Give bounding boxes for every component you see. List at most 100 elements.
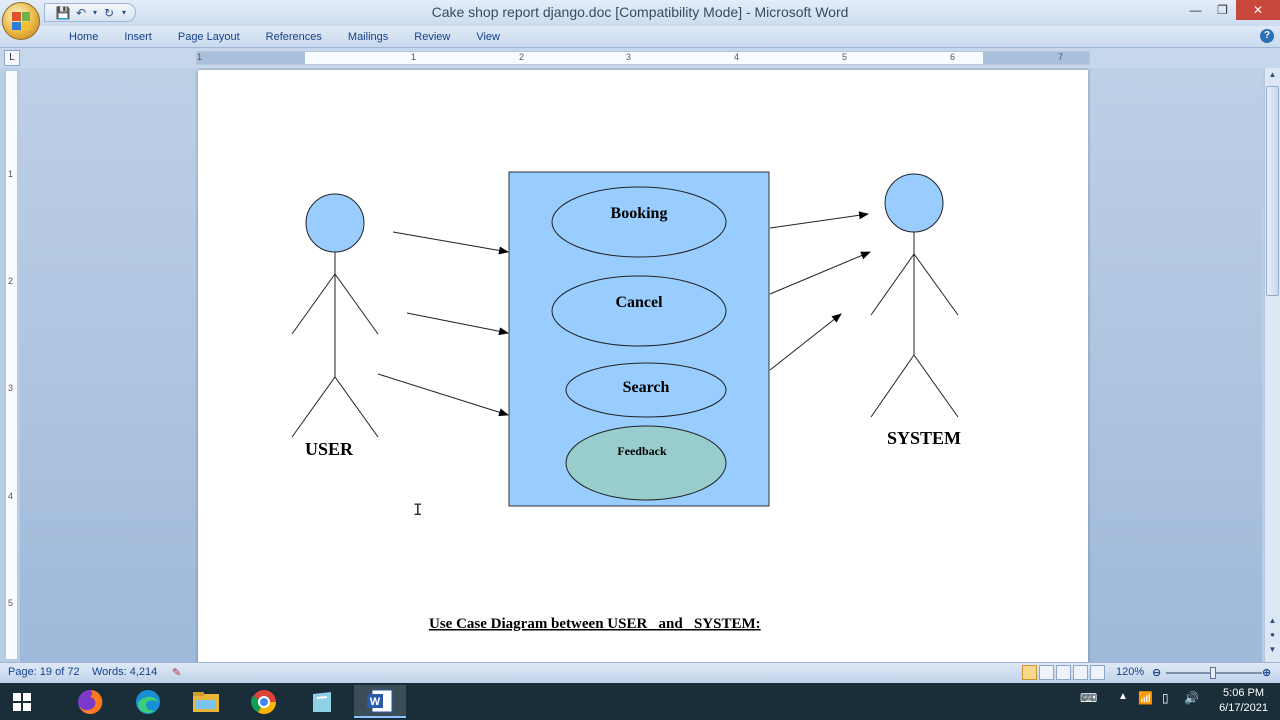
windows-start-icon[interactable] — [0, 685, 44, 718]
clock-date: 6/17/2021 — [1219, 702, 1268, 714]
page-count[interactable]: Page: 19 of 72 — [8, 666, 80, 678]
tab-home[interactable]: Home — [69, 31, 99, 43]
tab-mailings[interactable]: Mailings — [347, 31, 389, 43]
ribbon: Home Insert Page Layout References Maili… — [0, 26, 1280, 48]
ruler-mark: 7 — [1058, 52, 1064, 62]
scroll-up-icon[interactable]: ▲ — [1268, 70, 1277, 79]
system-clock[interactable]: 5:06 PM 6/17/2021 — [1219, 686, 1268, 716]
ruler-mark: 4 — [734, 52, 740, 62]
actor-label-user: USER — [305, 439, 354, 459]
redo-icon[interactable]: ↻ — [103, 5, 115, 20]
tab-review[interactable]: Review — [414, 31, 451, 43]
volume-icon[interactable]: 🔊 — [1184, 691, 1199, 705]
window-controls: — ❐ ✕ — [1182, 0, 1280, 20]
ruler-mark: 3 — [8, 383, 14, 393]
use-case-label: Booking — [611, 205, 668, 222]
vertical-ruler[interactable]: 1 2 3 4 5 — [5, 70, 18, 660]
actor-label-system: SYSTEM — [887, 428, 961, 448]
taskbar: W ⌨ ▲ 📶 ▯ 🔊 5:06 PM 6/17/2021 — [0, 683, 1280, 720]
tab-selector-button[interactable]: L — [4, 50, 20, 66]
svg-text:W: W — [370, 696, 381, 708]
undo-icon[interactable]: ↶ — [75, 5, 87, 20]
next-page-icon[interactable]: ▼ — [1268, 645, 1277, 654]
web-layout-button[interactable] — [1056, 665, 1071, 680]
tab-references[interactable]: References — [265, 31, 322, 43]
view-buttons — [1022, 665, 1105, 680]
right-margin-shade — [983, 52, 1089, 64]
association-arrow — [377, 373, 509, 417]
firefox-icon[interactable] — [64, 685, 116, 718]
file-explorer-icon[interactable] — [180, 685, 232, 718]
diagram-caption: Use Case Diagram between USER and SYSTEM… — [429, 616, 761, 632]
previous-page-icon[interactable]: ▲ — [1268, 616, 1277, 625]
horizontal-ruler[interactable]: 1 1 2 3 4 5 6 7 — [196, 51, 1090, 65]
word-icon[interactable]: W — [354, 685, 406, 718]
system-actor — [870, 173, 959, 418]
title-bar: Cake shop report django.doc [Compatibili… — [0, 0, 1280, 26]
ruler-row: L 1 1 2 3 4 5 6 7 — [0, 48, 1280, 68]
window-title: Cake shop report django.doc [Compatibili… — [431, 4, 849, 20]
association-arrow — [769, 251, 871, 295]
ruler-mark: 6 — [950, 52, 956, 62]
keyboard-icon[interactable]: ⌨ — [1080, 691, 1098, 705]
network-icon[interactable]: 📶 — [1138, 691, 1153, 705]
ruler-mark: 1 — [411, 52, 417, 62]
tab-insert[interactable]: Insert — [124, 31, 152, 43]
ruler-mark: 5 — [842, 52, 848, 62]
use-case-feedback — [565, 425, 727, 501]
zoom-out-icon[interactable]: ⊖ — [1152, 667, 1162, 679]
tab-view[interactable]: View — [476, 31, 500, 43]
zoom-slider-knob[interactable] — [1210, 667, 1216, 679]
save-icon[interactable]: 💾 — [55, 5, 71, 20]
browse-object-icon[interactable]: ● — [1270, 630, 1275, 639]
battery-icon[interactable]: ▯ — [1162, 691, 1169, 705]
use-case-label: Cancel — [615, 294, 663, 311]
minimize-button[interactable]: — — [1189, 3, 1202, 17]
use-case-search — [565, 362, 727, 418]
tab-page-layout[interactable]: Page Layout — [177, 31, 240, 43]
use-case-diagram: Booking Cancel Search Feedback USER — [291, 171, 961, 632]
draft-button[interactable] — [1090, 665, 1105, 680]
scrollbar-thumb[interactable] — [1266, 86, 1279, 296]
office-logo-icon — [12, 12, 30, 30]
full-screen-reading-button[interactable] — [1039, 665, 1054, 680]
undo-dropdown-icon[interactable]: ▾ — [92, 8, 97, 17]
ruler-mark: 5 — [8, 598, 14, 608]
print-layout-button[interactable] — [1022, 665, 1037, 680]
edge-icon[interactable] — [122, 685, 174, 718]
help-icon[interactable]: ? — [1260, 29, 1274, 43]
association-arrow — [406, 312, 509, 336]
status-bar: Page: 19 of 72 Words: 4,214 ✎ 120% ⊖ ⊕ — [0, 662, 1280, 683]
chrome-icon[interactable] — [238, 685, 290, 718]
outline-button[interactable] — [1073, 665, 1088, 680]
close-button[interactable]: ✕ — [1236, 0, 1280, 20]
ruler-mark: 1 — [8, 169, 14, 179]
customize-qat-icon[interactable]: ▾ — [121, 8, 126, 17]
ruler-mark: 1 — [197, 52, 203, 62]
zoom-level[interactable]: 120% — [1116, 666, 1145, 678]
document-page[interactable]: Booking Cancel Search Feedback USER — [198, 70, 1088, 662]
left-margin-shade — [197, 52, 305, 64]
association-arrow — [769, 211, 869, 229]
text-cursor-icon: I — [413, 500, 423, 519]
show-hidden-icons-icon[interactable]: ▲ — [1118, 691, 1128, 702]
zoom-in-icon[interactable]: ⊕ — [1262, 667, 1272, 679]
ruler-mark: 3 — [626, 52, 632, 62]
document-area: Booking Cancel Search Feedback USER — [20, 68, 1262, 662]
proofing-icon[interactable]: ✎ — [172, 667, 182, 679]
quick-access-toolbar: 💾 ↶ ▾ ↻ ▾ — [44, 3, 136, 22]
user-actor — [291, 193, 379, 438]
restore-button[interactable]: ❐ — [1217, 3, 1228, 17]
ribbon-tabs: Home Insert Page Layout References Maili… — [56, 29, 513, 45]
use-case-label: Search — [623, 379, 670, 396]
office-button[interactable] — [2, 2, 40, 40]
association-arrow — [392, 231, 509, 255]
ruler-mark: 2 — [8, 276, 14, 286]
vertical-scrollbar[interactable]: ▲ ▲ ● ▼ — [1264, 68, 1280, 662]
use-case-cancel — [551, 275, 727, 347]
word-count[interactable]: Words: 4,214 — [92, 666, 158, 678]
clock-time: 5:06 PM — [1223, 687, 1265, 699]
association-arrow — [769, 313, 842, 371]
notepad-icon[interactable] — [296, 685, 348, 718]
use-case-booking — [551, 186, 727, 258]
